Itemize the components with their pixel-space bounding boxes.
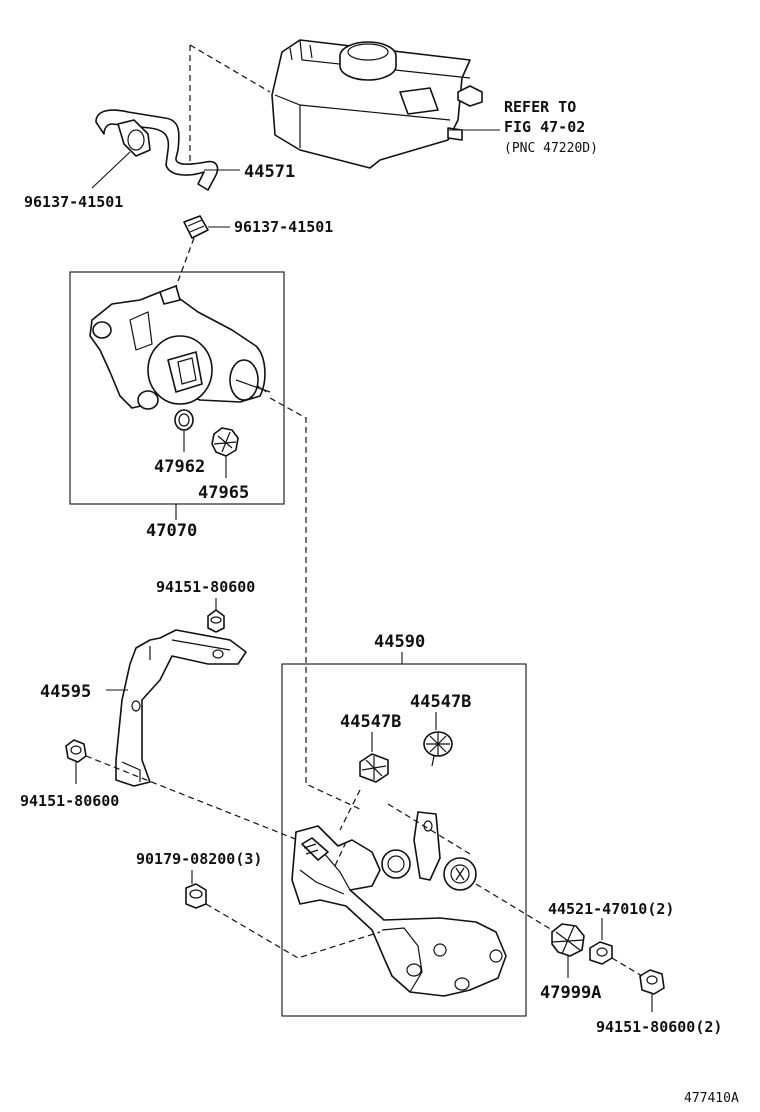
spacer <box>589 941 613 965</box>
bracket-nut-top <box>207 609 225 633</box>
o-ring <box>174 409 194 431</box>
pump-assembly-label: 47070 <box>146 521 197 541</box>
cushion-1 <box>359 753 389 783</box>
bracket-label: 44595 <box>40 682 91 702</box>
bracket-nut-top-label: 94151-80600 <box>156 578 255 596</box>
diagram-id: 477410A <box>684 1091 739 1106</box>
bracket-nut-left-label: 94151-80600 <box>20 792 119 810</box>
actuator-assembly-box <box>281 663 527 1017</box>
nut-bottom-label: 94151-80600(2) <box>596 1018 722 1036</box>
actuator-grommet <box>551 923 585 957</box>
clip-pump-dashed-link <box>173 237 195 293</box>
reference-line2: FIG 47-02 <box>504 118 585 136</box>
reference-line1: REFER TO <box>504 98 576 116</box>
nut-bottom <box>639 969 665 995</box>
nut-left-dashed-link <box>85 755 319 849</box>
bolt-dashed-link <box>205 903 381 959</box>
reservoir-hose-dashed-link <box>189 44 271 93</box>
pump-assembly-box <box>69 271 285 505</box>
bolt-label: 90179-08200(3) <box>136 850 262 868</box>
cushion-2-label: 44547B <box>410 692 471 712</box>
cushion-2 <box>423 731 453 767</box>
pump-grommet <box>211 427 239 457</box>
cushion-1-label: 44547B <box>340 712 401 732</box>
hose-clip-right <box>183 215 209 239</box>
bracket-nut-left <box>65 739 87 763</box>
hose-label: 44571 <box>244 162 295 182</box>
actuator-internal-dashed-link <box>333 789 361 869</box>
reservoir-tank <box>271 39 483 169</box>
spacer-label: 44521-47010(2) <box>548 900 674 918</box>
actuator-assembly-label: 44590 <box>374 632 425 652</box>
o-ring-label: 47962 <box>154 457 205 477</box>
pump-motor <box>89 285 271 410</box>
actuator-grommet-label: 47999A <box>540 983 601 1003</box>
pump-grommet-label: 47965 <box>198 483 249 503</box>
bolt <box>185 883 207 909</box>
pump-actuator-dashed-link <box>269 397 363 811</box>
clip-left-label: 96137-41501 <box>24 193 123 211</box>
clip-left-leader <box>91 151 131 189</box>
right-hardware-dashed-link <box>475 883 643 977</box>
hose <box>95 109 219 191</box>
bracket <box>115 629 247 787</box>
actuator-diagonal-dashed-link <box>387 803 471 855</box>
clip-right-label: 96137-41501 <box>234 218 333 236</box>
reference-line3: (PNC 47220D) <box>504 141 598 156</box>
actuator-bracket <box>291 811 507 997</box>
